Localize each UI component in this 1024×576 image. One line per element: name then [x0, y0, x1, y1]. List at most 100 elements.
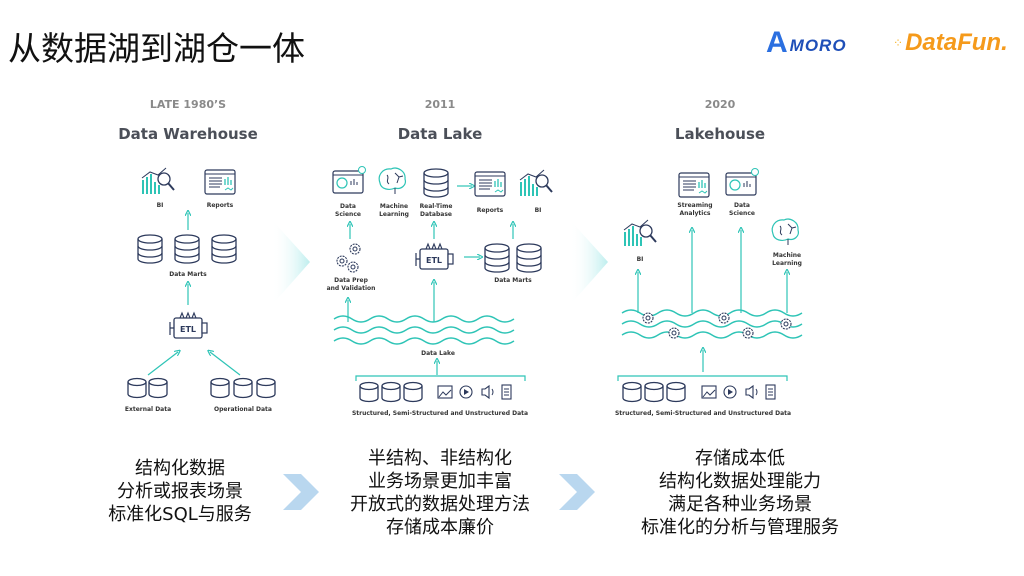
operational-data-icon	[210, 377, 230, 399]
label-line: and Validation	[326, 285, 376, 292]
lake-wave	[333, 326, 515, 334]
panel-arrow-1	[272, 220, 310, 305]
machine-learning-icon	[771, 218, 799, 246]
description-line: 标准化的分析与管理服务	[641, 517, 839, 538]
chevron-right-icon	[283, 474, 319, 510]
label-line: Data	[340, 203, 356, 210]
description-lake: 半结构、非结构化 业务场景更加丰富 开放式的数据处理方法 存储成本廉价	[330, 447, 550, 539]
database-icon	[211, 234, 237, 264]
streaming-analytics-icon	[678, 172, 710, 198]
page-title: 从数据湖到湖仓一体	[8, 29, 305, 68]
gear-icon	[347, 261, 359, 273]
era-lake: 2011	[424, 98, 456, 111]
gear-icon	[668, 327, 680, 339]
label-line: Machine	[772, 252, 802, 259]
label-data-marts: Data Marts	[494, 277, 532, 284]
description-line: 存储成本低	[695, 448, 785, 469]
external-data-icon	[127, 377, 147, 399]
structured-data-icon	[403, 381, 423, 403]
label-operational-data: Operational Data	[214, 406, 272, 413]
description-line: 半结构、非结构化	[368, 448, 512, 469]
etl-icon	[169, 312, 208, 339]
unstructured-media-icons	[701, 384, 776, 400]
lake-wave	[621, 331, 803, 339]
operational-data-icon	[256, 377, 276, 399]
database-icon	[516, 243, 542, 273]
database-icon	[137, 234, 163, 264]
panel-arrow-2	[570, 220, 608, 305]
label-bi: BI	[636, 256, 644, 263]
label-line: Data Prep	[334, 277, 368, 284]
label-external-data: External Data	[124, 406, 172, 413]
unstructured-media-icons	[437, 384, 512, 400]
label-bi: BI	[156, 202, 164, 209]
era-warehouse: LATE 1980’S	[149, 98, 227, 111]
bi-icon	[623, 219, 657, 247]
label-reports: Reports	[206, 202, 234, 209]
label-line: Science	[335, 211, 361, 218]
description-line: 结构化数据	[135, 458, 225, 479]
gear-icon	[742, 327, 754, 339]
gear-icon	[336, 255, 348, 267]
label-reports: Reports	[476, 207, 504, 214]
structured-data-icon	[381, 381, 401, 403]
label-line: Database	[420, 211, 452, 218]
label-line: Learning	[772, 260, 802, 267]
lake-wave	[333, 337, 515, 345]
era-lakehouse: 2020	[704, 98, 736, 111]
gear-icon	[780, 318, 792, 330]
label-line: Analytics	[679, 210, 711, 217]
amoro-logo: A MORO	[766, 26, 847, 59]
external-data-icon	[148, 377, 168, 399]
description-line: 存储成本廉价	[386, 517, 494, 538]
label-line: Data	[734, 202, 750, 209]
amoro-logo-mark: A	[766, 26, 788, 59]
title-lake: Data Lake	[397, 125, 483, 143]
reports-icon	[204, 169, 236, 195]
machine-learning-icon	[378, 167, 406, 195]
description-lakehouse: 存储成本低 结构化数据处理能力 满足各种业务场景 标准化的分析与管理服务	[620, 447, 860, 539]
description-line: 结构化数据处理能力	[659, 471, 821, 492]
label-sources: Structured, Semi-Structured and Unstruct…	[351, 410, 529, 417]
structured-data-icon	[359, 381, 379, 403]
chevron-right-icon	[559, 474, 595, 510]
structured-data-icon	[644, 381, 664, 403]
title-lakehouse: Lakehouse	[674, 125, 766, 143]
database-icon	[484, 243, 510, 273]
datafun-dots-icon: ⁘	[893, 36, 904, 50]
gear-icon	[642, 312, 654, 324]
label-sources: Structured, Semi-Structured and Unstruct…	[614, 410, 792, 417]
real-time-database-icon	[423, 168, 449, 198]
lake-wave	[333, 315, 515, 323]
description-warehouse: 结构化数据 分析或报表场景 标准化SQL与服务	[80, 457, 280, 526]
label-line: Streaming	[677, 202, 713, 209]
etl-icon	[415, 243, 454, 270]
gear-icon	[349, 243, 361, 255]
operational-data-icon	[233, 377, 253, 399]
bi-icon	[519, 169, 553, 197]
bi-icon	[141, 167, 175, 195]
description-line: 开放式的数据处理方法	[350, 494, 530, 515]
description-line: 业务场景更加丰富	[368, 471, 512, 492]
label-data-lake: Data Lake	[421, 350, 455, 357]
label-line: Learning	[379, 211, 409, 218]
database-icon	[174, 234, 200, 264]
amoro-logo-text: MORO	[789, 36, 847, 55]
data-science-icon	[332, 165, 367, 194]
datafun-logo: ⁘ DataFun.	[893, 28, 1008, 58]
label-line: Machine	[379, 203, 409, 210]
gear-icon	[718, 312, 730, 324]
description-line: 分析或报表场景	[117, 481, 243, 502]
data-science-icon	[725, 167, 760, 196]
reports-icon	[474, 171, 506, 197]
label-line: Real-Time	[419, 203, 453, 210]
description-line: 满足各种业务场景	[668, 494, 812, 515]
label-line: Science	[729, 210, 755, 217]
